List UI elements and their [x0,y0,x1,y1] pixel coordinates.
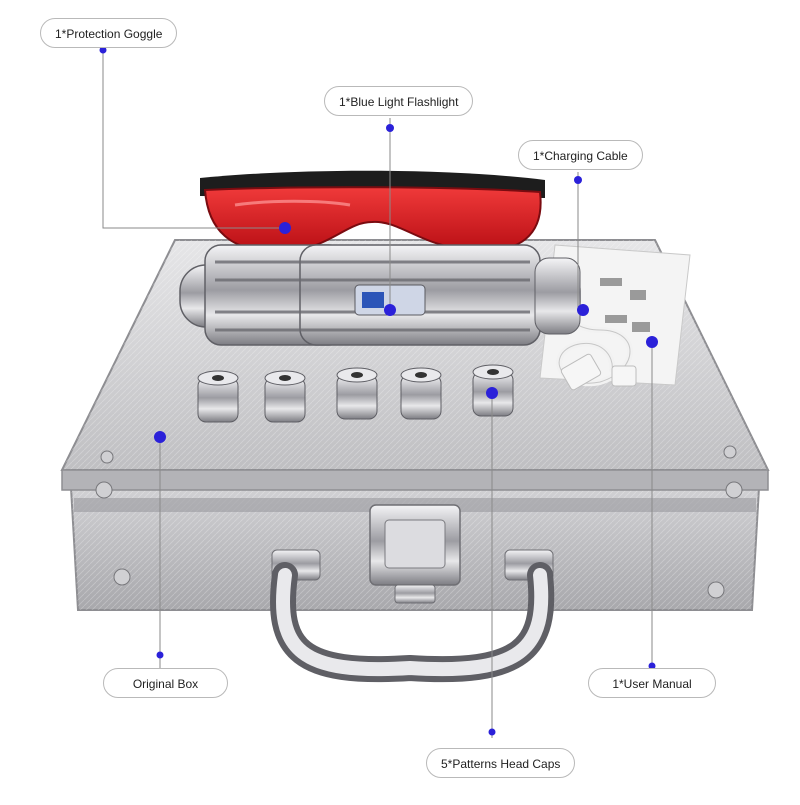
marker-cable-top [574,176,582,184]
head-cap-3 [336,367,378,420]
blue-light-flashlight [179,244,581,346]
label-original-box: Original Box [103,668,228,698]
label-charging-cable: 1*Charging Cable [518,140,643,170]
marker-caps-bottom [488,728,496,736]
leader-lines [102,50,653,738]
leader-goggle [102,50,285,229]
label-user-manual: 1*User Manual [588,668,716,698]
head-cap-2 [264,370,306,423]
marker-flashlight-top [386,124,394,132]
label-protection-goggle: 1*Protection Goggle [40,18,178,48]
marker-goggle [279,222,291,234]
label-blue-light-flashlight: 1*Blue Light Flashlight [324,86,474,116]
marker-caps [486,387,498,399]
marker-goggle-top [99,46,107,54]
marker-flashlight [384,304,396,316]
marker-dots [99,46,658,736]
protection-goggle [200,170,545,254]
marker-box-bottom [156,651,164,659]
pattern-head-caps [197,364,514,423]
marker-box [154,431,166,443]
marker-manual-bottom [648,662,656,670]
marker-manual [646,336,658,348]
head-cap-4 [400,367,442,420]
marker-cable [577,304,589,316]
head-cap-1 [197,370,239,423]
label-patterns-head-caps: 5*Patterns Head Caps [426,748,576,778]
